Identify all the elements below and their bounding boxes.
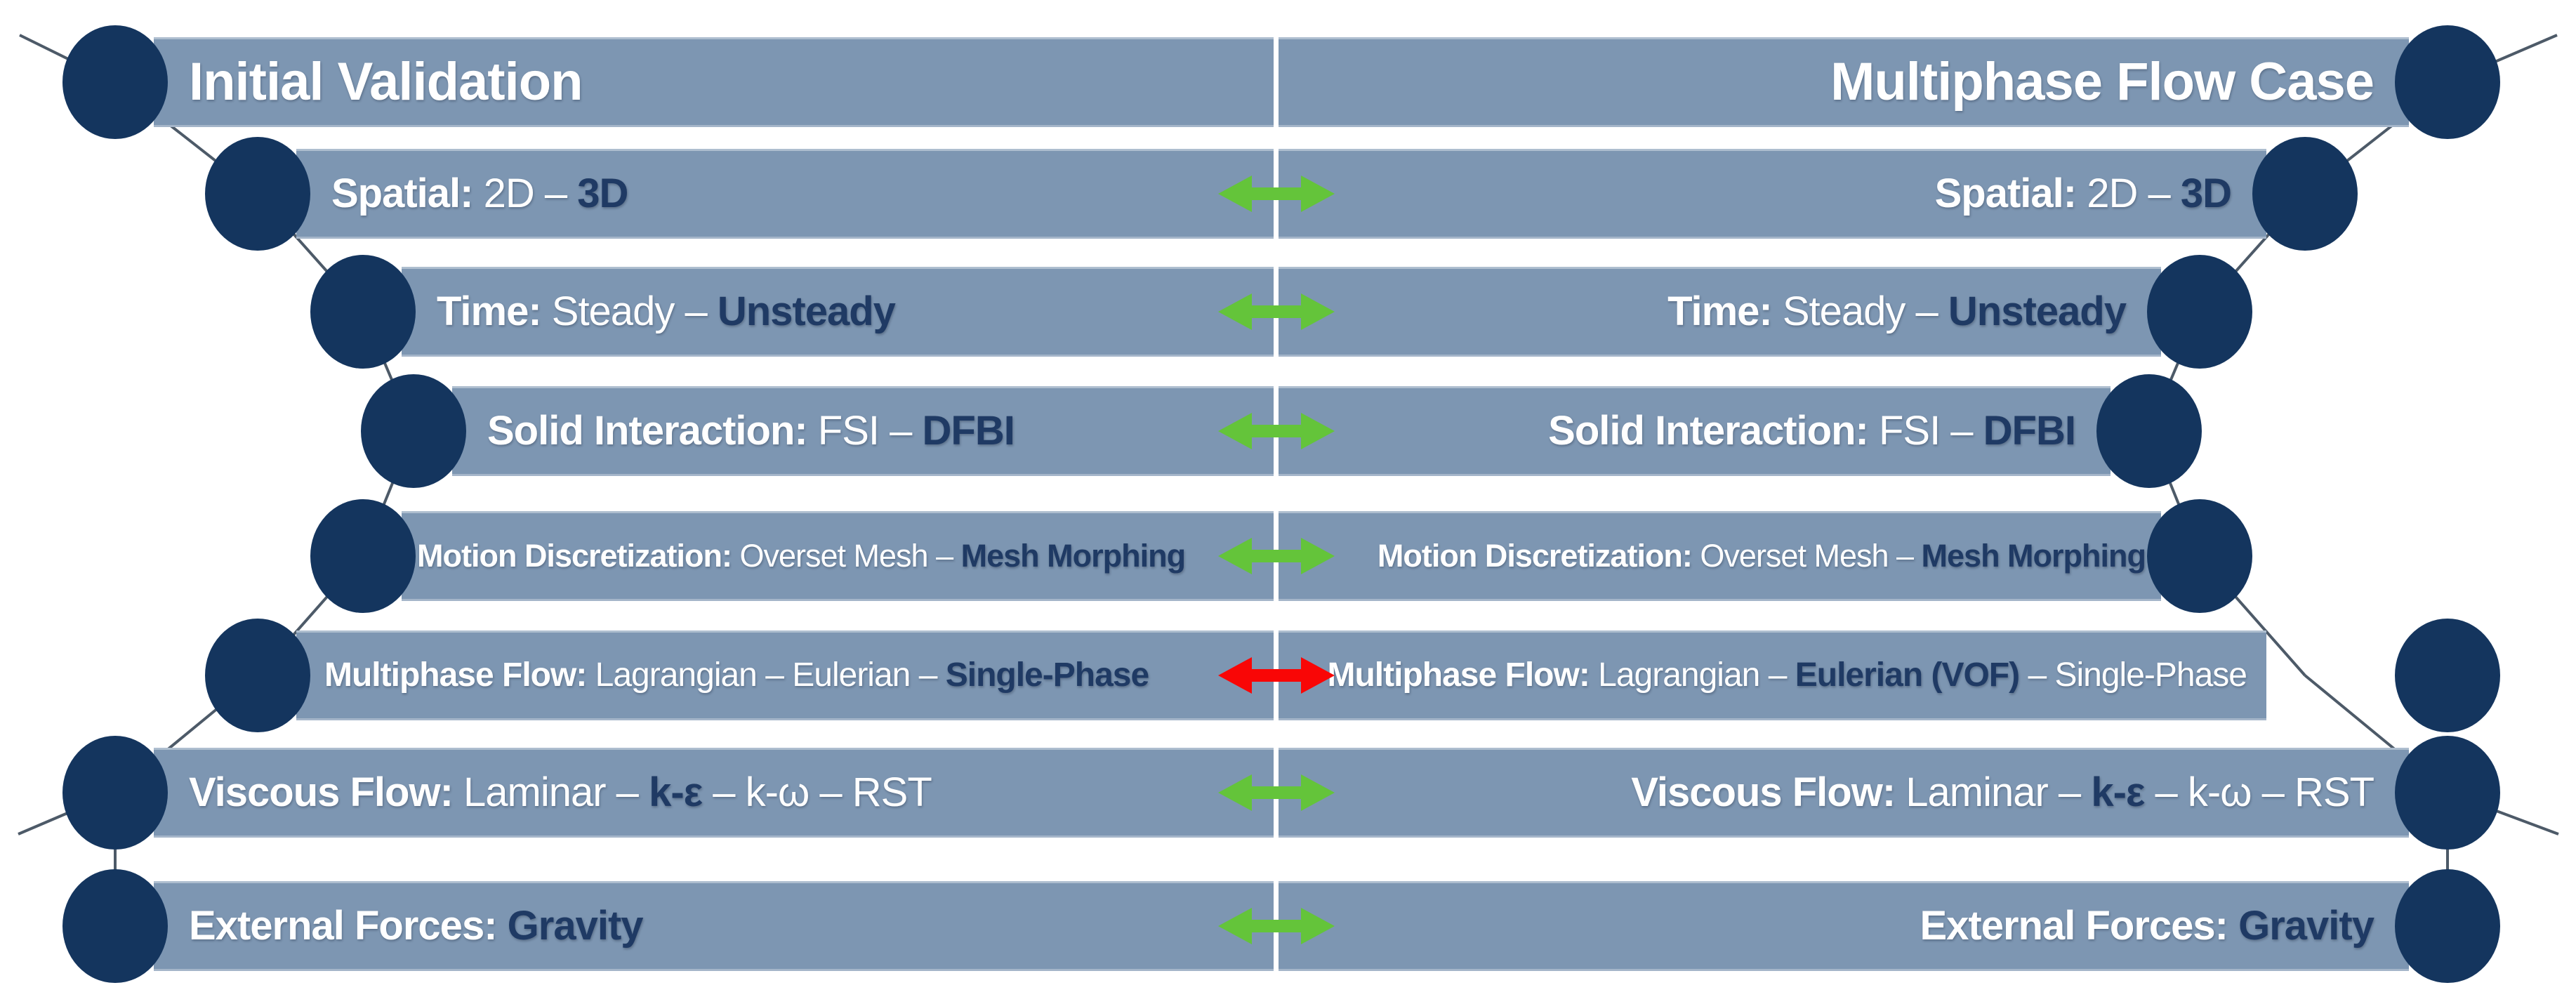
node-circle-right	[2147, 255, 2252, 369]
row-options	[2228, 903, 2238, 949]
row-right-text: Motion Discretization: Overset Mesh – Me…	[1378, 511, 2146, 601]
node-circle-right	[2096, 374, 2202, 488]
double-arrow-icon	[1218, 908, 1335, 944]
row-options: Lagrangian –	[1589, 656, 1795, 694]
node-circle-right	[2252, 137, 2358, 251]
node-circle-left	[310, 255, 416, 369]
row-options-post: – Single-Phase	[2019, 656, 2247, 694]
row-label: External Forces:	[189, 903, 498, 949]
row-options: Laminar –	[1895, 769, 2092, 815]
node-circle-right	[2395, 619, 2500, 732]
row-label: Solid Interaction:	[1548, 408, 1869, 454]
row-motion-discretization: Motion Discretization: Overset Mesh – Me…	[0, 499, 2576, 613]
row-label: Time:	[437, 289, 542, 334]
row-options-post: – k-ω – RST	[2144, 769, 2374, 815]
row-options: Overset Mesh –	[1691, 538, 1922, 574]
row-label: Viscous Flow:	[1631, 769, 1896, 815]
node-circle-right	[2395, 869, 2500, 983]
row-options	[497, 903, 508, 949]
row-selected-option: Mesh Morphing	[1921, 538, 2146, 574]
row-selected-option: k-ε	[649, 769, 703, 815]
row-left-text: Time: Steady – Unsteady	[437, 267, 896, 357]
center-divider-line	[1274, 34, 1279, 972]
row-selected-option: DFBI	[1983, 408, 2076, 454]
node-circle-right	[2395, 25, 2500, 139]
node-circle-right	[2147, 499, 2252, 613]
double-arrow-icon	[1218, 413, 1335, 449]
row-label: Multiphase Flow:	[1327, 656, 1590, 694]
row-options: FSI –	[807, 408, 923, 454]
row-label: Spatial:	[331, 171, 473, 216]
row-options: Laminar –	[452, 769, 649, 815]
double-arrow-difference-icon	[1218, 657, 1335, 694]
node-circle-left	[205, 137, 310, 251]
row-label: Viscous Flow:	[189, 769, 454, 815]
left-title-text: Initial Validation	[189, 52, 583, 112]
row-selected-option: 3D	[577, 171, 628, 216]
row-right-text: Multiphase Flow: Lagrangian – Eulerian (…	[1327, 630, 2247, 720]
row-selected-option: Unsteady	[1948, 289, 2127, 334]
row-right-text: Viscous Flow: Laminar – k-ε – k-ω – RST	[1631, 748, 2374, 838]
row-selected-option: Single-Phase	[945, 656, 1149, 694]
node-circle-left	[62, 25, 168, 139]
row-selected-option: Mesh Morphing	[960, 538, 1186, 574]
row-multiphase-flow: Multiphase Flow: Lagrangian – Eulerian –…	[0, 619, 2576, 732]
right-title-text: Multiphase Flow Case	[1830, 52, 2374, 112]
double-arrow-icon	[1218, 538, 1335, 574]
row-selected-option: Eulerian (VOF)	[1795, 656, 2020, 694]
row-selected-option: Unsteady	[717, 289, 896, 334]
row-options: Overset Mesh –	[732, 538, 961, 574]
row-options: Steady –	[541, 289, 718, 334]
row-right-text: Time: Steady – Unsteady	[1667, 267, 2127, 357]
row-label: External Forces:	[1920, 903, 2228, 949]
row-label: Multiphase Flow:	[324, 656, 587, 694]
row-selected-option: Gravity	[2238, 903, 2374, 949]
row-selected-option: DFBI	[922, 408, 1015, 454]
node-circle-left	[62, 736, 168, 850]
row-label: Motion Discretization:	[1377, 538, 1693, 574]
row-options: FSI –	[1868, 408, 1983, 454]
row-options: Steady –	[1771, 289, 1948, 334]
row-label: Spatial:	[1934, 171, 2077, 216]
double-arrow-icon	[1218, 293, 1335, 330]
row-label: Solid Interaction:	[487, 408, 808, 454]
row-selected-option: k-ε	[2091, 769, 2145, 815]
left-column-title: Initial Validation	[189, 37, 583, 127]
row-left-text: Multiphase Flow: Lagrangian – Eulerian –…	[324, 630, 1149, 720]
row-left-text: Spatial: 2D – 3D	[331, 149, 628, 239]
node-circle-left	[361, 374, 466, 488]
row-label: Motion Discretization:	[417, 538, 732, 574]
row-spatial: Spatial: 2D – 3D Spatial: 2D – 3D	[0, 137, 2576, 251]
node-circle-left	[205, 619, 310, 732]
row-external-forces: External Forces: Gravity External Forces…	[0, 869, 2576, 983]
right-column-title: Multiphase Flow Case	[1830, 37, 2374, 127]
row-solid-interaction: Solid Interaction: FSI – DFBI Solid Inte…	[0, 374, 2576, 488]
row-left-text: Motion Discretization: Overset Mesh – Me…	[417, 511, 1186, 601]
node-circle-right	[2395, 736, 2500, 850]
node-circle-left	[310, 499, 416, 613]
row-options: 2D –	[473, 171, 578, 216]
row-viscous-flow: Viscous Flow: Laminar – k-ε – k-ω – RST …	[0, 736, 2576, 850]
row-left-text: Solid Interaction: FSI – DFBI	[487, 386, 1015, 476]
double-arrow-icon	[1218, 774, 1335, 811]
row-selected-option: 3D	[2180, 171, 2232, 216]
row-left-text: External Forces: Gravity	[189, 881, 644, 971]
row-header: Initial Validation Multiphase Flow Case	[0, 25, 2576, 139]
row-options: 2D –	[2076, 171, 2181, 216]
row-options: Lagrangian – Eulerian –	[586, 656, 946, 694]
row-label: Time:	[1667, 289, 1773, 334]
row-options-post: – k-ω – RST	[702, 769, 932, 815]
row-right-text: External Forces: Gravity	[1920, 881, 2374, 971]
row-bar: Viscous Flow: Laminar – k-ε – k-ω – RST …	[154, 748, 2409, 838]
row-bar: Spatial: 2D – 3D Spatial: 2D – 3D	[296, 149, 2266, 239]
node-circle-left	[62, 869, 168, 983]
row-right-text: Solid Interaction: FSI – DFBI	[1548, 386, 2076, 476]
row-right-text: Spatial: 2D – 3D	[1934, 149, 2232, 239]
row-time: Time: Steady – Unsteady Time: Steady – U…	[0, 255, 2576, 369]
row-left-text: Viscous Flow: Laminar – k-ε – k-ω – RST	[189, 748, 932, 838]
double-arrow-icon	[1218, 176, 1335, 212]
row-selected-option: Gravity	[507, 903, 644, 949]
header-bar: Initial Validation Multiphase Flow Case	[154, 37, 2409, 127]
row-bar: External Forces: Gravity External Forces…	[154, 881, 2409, 971]
